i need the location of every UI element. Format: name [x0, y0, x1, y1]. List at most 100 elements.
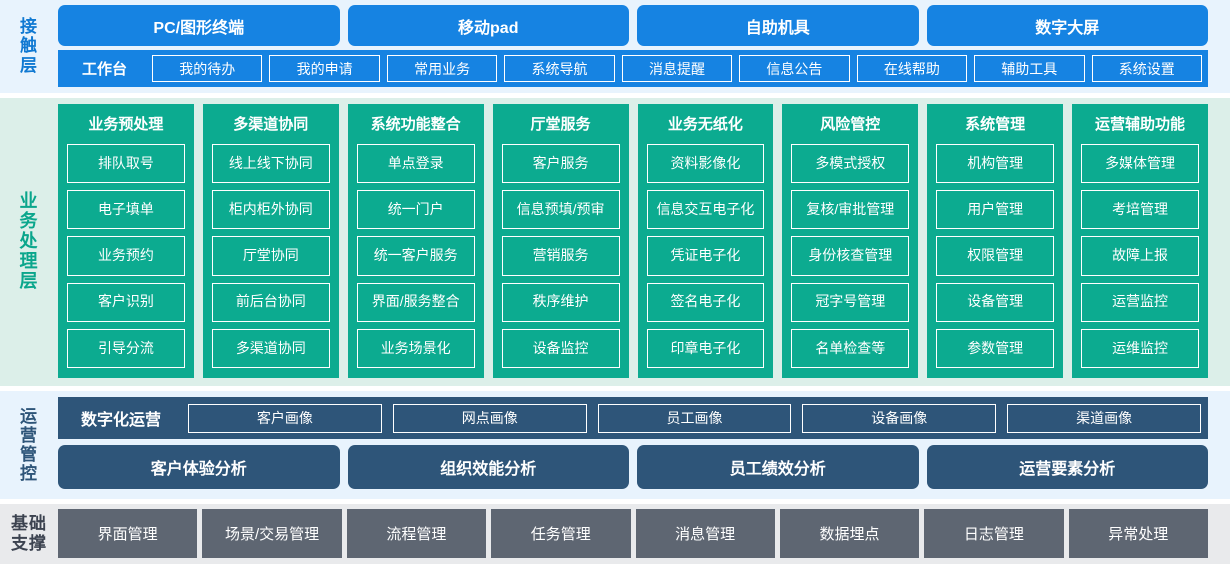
business-item[interactable]: 凭证电子化: [646, 236, 765, 276]
workbench-item-aux-tools[interactable]: 辅助工具: [974, 55, 1085, 82]
business-item[interactable]: 秩序维护: [501, 282, 620, 322]
business-item[interactable]: 业务场景化: [356, 328, 475, 369]
channel-digital-screen[interactable]: 数字大屏: [926, 5, 1208, 46]
foundation-item-exception-handling[interactable]: 异常处理: [1068, 509, 1208, 558]
channel-row: PC/图形终端 移动pad 自助机具 数字大屏: [58, 5, 1208, 46]
workbench-item-common-business[interactable]: 常用业务: [386, 55, 498, 82]
business-column-title: 多渠道协同: [233, 116, 309, 133]
business-column-operation-support: 运营辅助功能 多媒体管理 考培管理 故障上报 运营监控 运维监控: [1072, 104, 1208, 378]
business-column-risk-control: 风险管控 多模式授权 复核/审批管理 身份核查管理 冠字号管理 名单检查等: [782, 104, 919, 378]
workbench-item-system-navigation[interactable]: 系统导航: [504, 55, 615, 82]
foundation-item-scene-transaction[interactable]: 场景/交易管理: [202, 509, 342, 558]
foundation-item-task-management[interactable]: 任务管理: [491, 509, 631, 558]
portrait-item-device[interactable]: 设备画像: [802, 403, 997, 433]
business-item[interactable]: 电子填单: [67, 190, 185, 230]
digital-operations-title: 数字化运营: [81, 412, 162, 429]
foundation-layer-label-line2: 支撑: [11, 533, 47, 553]
business-item[interactable]: 排队取号: [67, 144, 185, 184]
business-item[interactable]: 线上线下协同: [211, 144, 330, 184]
operations-layer: 运营管控 数字化运营 客户画像 网点画像 员工画像 设备画像 渠道画像 客户体验…: [0, 391, 1230, 499]
foundation-row: 界面管理 场景/交易管理 流程管理 任务管理 消息管理 数据埋点 日志管理 异常…: [58, 509, 1208, 558]
business-item[interactable]: 多媒体管理: [1081, 144, 1199, 184]
business-item[interactable]: 柜内柜外协同: [211, 190, 330, 230]
channel-mobile-pad[interactable]: 移动pad: [347, 5, 629, 46]
business-item[interactable]: 厅堂协同: [211, 236, 330, 276]
workbench-item-system-settings[interactable]: 系统设置: [1091, 55, 1202, 82]
business-item[interactable]: 冠字号管理: [791, 282, 910, 322]
business-item[interactable]: 复核/审批管理: [791, 190, 910, 230]
business-column-title: 厅堂服务: [530, 116, 591, 133]
contact-layer-label: 接触层: [0, 5, 58, 87]
analysis-organizational-efficiency[interactable]: 组织效能分析: [347, 445, 629, 489]
business-item[interactable]: 信息预填/预审: [501, 190, 620, 230]
business-item[interactable]: 营销服务: [501, 236, 620, 276]
business-item[interactable]: 身份核查管理: [791, 236, 910, 276]
foundation-item-log-management[interactable]: 日志管理: [924, 509, 1064, 558]
business-item[interactable]: 印章电子化: [646, 328, 765, 369]
business-item[interactable]: 前后台协同: [211, 282, 330, 322]
workbench-item-announcement[interactable]: 信息公告: [739, 55, 850, 82]
business-item[interactable]: 设备管理: [936, 282, 1055, 322]
foundation-item-data-tracking[interactable]: 数据埋点: [779, 509, 920, 558]
contact-layer-label-text: 接触层: [20, 17, 38, 75]
foundation-item-ui-management[interactable]: 界面管理: [58, 509, 198, 558]
channel-self-service[interactable]: 自助机具: [637, 5, 919, 46]
business-item[interactable]: 单点登录: [356, 144, 475, 184]
business-layer-body: 业务预处理 排队取号 电子填单 业务预约 客户识别 引导分流 多渠道协同 线上线…: [58, 104, 1230, 378]
business-item[interactable]: 运维监控: [1081, 328, 1199, 369]
business-layer-label-text: 业务处理层: [19, 190, 39, 292]
analysis-row: 客户体验分析 组织效能分析 员工绩效分析 运营要素分析: [58, 445, 1208, 489]
business-layer: 业务处理层 业务预处理 排队取号 电子填单 业务预约 客户识别 引导分流 多渠道…: [0, 98, 1230, 386]
business-item[interactable]: 业务预约: [67, 236, 185, 276]
foundation-layer-body: 界面管理 场景/交易管理 流程管理 任务管理 消息管理 数据埋点 日志管理 异常…: [58, 509, 1230, 558]
business-item[interactable]: 统一门户: [356, 190, 475, 230]
layer-divider-1: [0, 93, 1230, 98]
business-item[interactable]: 信息交互电子化: [646, 190, 765, 230]
analysis-operating-factors[interactable]: 运营要素分析: [926, 445, 1208, 489]
business-item[interactable]: 客户服务: [501, 144, 620, 184]
business-column-title: 业务无纸化: [667, 116, 743, 133]
business-item[interactable]: 客户识别: [67, 282, 185, 322]
business-item[interactable]: 统一客户服务: [356, 236, 475, 276]
business-item[interactable]: 参数管理: [936, 328, 1055, 369]
business-column-paperless: 业务无纸化 资料影像化 信息交互电子化 凭证电子化 签名电子化 印章电子化: [637, 104, 774, 378]
business-item[interactable]: 多渠道协同: [211, 328, 330, 369]
contact-layer-body: PC/图形终端 移动pad 自助机具 数字大屏 工作台 我的待办 我的申请 常用…: [58, 5, 1230, 87]
layer-divider-3: [0, 499, 1230, 504]
portrait-item-channel[interactable]: 渠道画像: [1007, 403, 1201, 433]
workbench-item-message-reminder[interactable]: 消息提醒: [621, 55, 733, 82]
operations-layer-label: 运营管控: [0, 397, 58, 493]
business-item[interactable]: 多模式授权: [791, 144, 910, 184]
business-item[interactable]: 签名电子化: [646, 282, 765, 322]
portrait-item-customer[interactable]: 客户画像: [188, 403, 382, 433]
workbench-item-my-todo[interactable]: 我的待办: [152, 55, 263, 82]
foundation-layer-label: 基础 支撑: [0, 509, 58, 558]
business-item[interactable]: 用户管理: [936, 190, 1055, 230]
business-column-title: 业务预处理: [88, 116, 164, 133]
portrait-item-employee[interactable]: 员工画像: [597, 403, 792, 433]
workbench-item-online-help[interactable]: 在线帮助: [856, 55, 968, 82]
workbench-bar: 工作台 我的待办 我的申请 常用业务 系统导航 消息提醒 信息公告 在线帮助 辅…: [58, 50, 1208, 87]
business-column-lobby-service: 厅堂服务 客户服务 信息预填/预审 营销服务 秩序维护 设备监控: [492, 104, 629, 378]
portrait-item-branch[interactable]: 网点画像: [392, 403, 587, 433]
business-item[interactable]: 故障上报: [1081, 236, 1199, 276]
foundation-layer-label-line1: 基础: [11, 514, 47, 534]
business-item[interactable]: 界面/服务整合: [356, 282, 475, 322]
business-item[interactable]: 引导分流: [67, 328, 185, 369]
business-item[interactable]: 设备监控: [501, 328, 620, 369]
channel-pc[interactable]: PC/图形终端: [58, 5, 340, 46]
business-column-title: 运营辅助功能: [1095, 116, 1186, 133]
contact-layer: 接触层 PC/图形终端 移动pad 自助机具 数字大屏 工作台 我的待办 我的申…: [0, 0, 1230, 93]
business-item[interactable]: 资料影像化: [646, 144, 765, 184]
business-column-system-management: 系统管理 机构管理 用户管理 权限管理 设备管理 参数管理: [927, 104, 1064, 378]
workbench-item-my-application[interactable]: 我的申请: [269, 55, 380, 82]
foundation-item-process-management[interactable]: 流程管理: [346, 509, 487, 558]
business-item[interactable]: 权限管理: [936, 236, 1055, 276]
business-item[interactable]: 机构管理: [936, 144, 1055, 184]
business-item[interactable]: 运营监控: [1081, 282, 1199, 322]
business-item[interactable]: 考培管理: [1081, 190, 1199, 230]
analysis-customer-experience[interactable]: 客户体验分析: [58, 445, 340, 489]
analysis-employee-performance[interactable]: 员工绩效分析: [637, 445, 919, 489]
foundation-item-message-management[interactable]: 消息管理: [635, 509, 775, 558]
business-item[interactable]: 名单检查等: [791, 328, 910, 369]
